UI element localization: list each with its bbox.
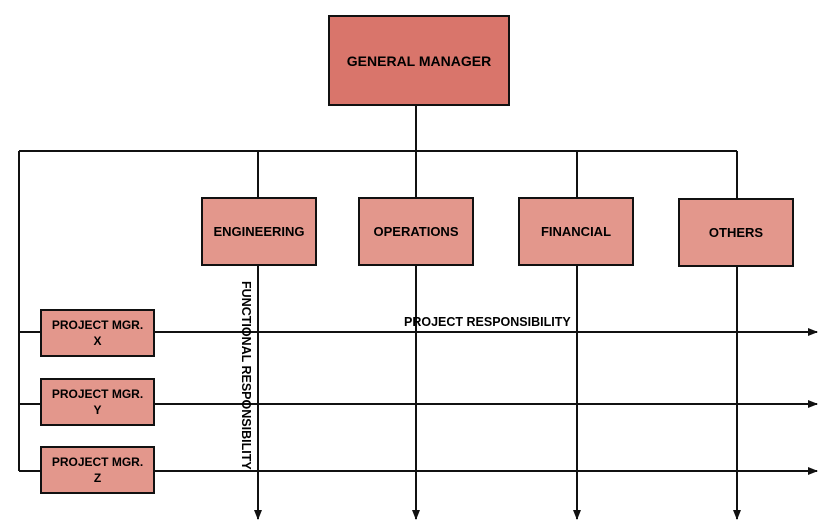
department-operations-box: OPERATIONS: [358, 197, 474, 266]
department-engineering-label: ENGINEERING: [213, 224, 305, 239]
department-engineering-box: ENGINEERING: [201, 197, 317, 266]
department-financial-box: FINANCIAL: [518, 197, 634, 266]
general-manager-box: GENERAL MANAGER: [328, 15, 510, 106]
project-responsibility-label: PROJECT RESPONSIBILITY: [404, 315, 571, 329]
project-manager-y-title: PROJECT MGR.: [51, 387, 144, 401]
project-manager-z-letter: Z: [93, 471, 102, 485]
project-manager-x-box: PROJECT MGR. X: [40, 309, 155, 357]
project-manager-z-title: PROJECT MGR.: [51, 455, 144, 469]
department-others-box: OTHERS: [678, 198, 794, 267]
project-manager-y-box: PROJECT MGR. Y: [40, 378, 155, 426]
department-others-label: OTHERS: [708, 225, 764, 240]
project-manager-x-letter: X: [93, 334, 102, 348]
general-manager-label: GENERAL MANAGER: [346, 52, 492, 69]
project-manager-z-box: PROJECT MGR. Z: [40, 446, 155, 494]
project-manager-y-letter: Y: [93, 403, 102, 417]
functional-responsibility-label: FUNCTIONAL RESPONSIBILITY: [239, 281, 253, 470]
project-manager-x-title: PROJECT MGR.: [51, 318, 144, 332]
department-operations-label: OPERATIONS: [373, 224, 459, 239]
department-financial-label: FINANCIAL: [540, 224, 612, 239]
